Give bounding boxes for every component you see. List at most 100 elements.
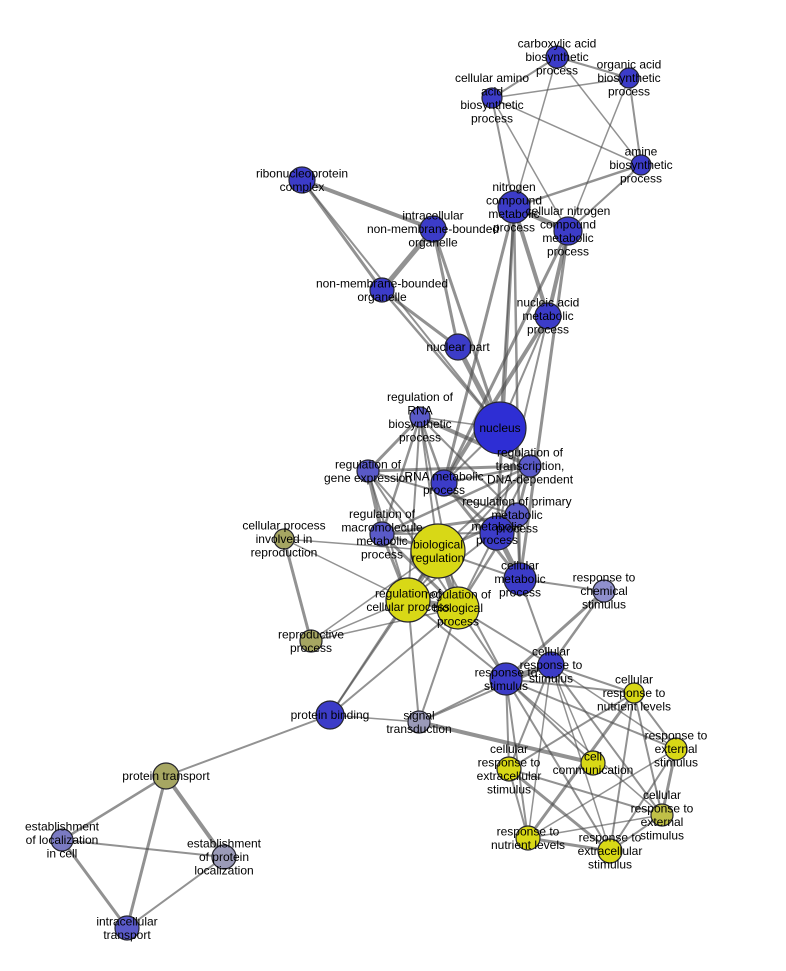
node-rna_met[interactable] bbox=[430, 469, 458, 497]
node-nmb_org[interactable] bbox=[369, 277, 395, 303]
edge-protein_transport--intra_transport bbox=[125, 774, 168, 930]
node-cell_resp_external[interactable] bbox=[650, 803, 674, 827]
node-metabolic_proc[interactable] bbox=[479, 515, 515, 551]
node-cell_proc_repro[interactable] bbox=[273, 528, 295, 550]
node-cell_amino_bio[interactable] bbox=[481, 87, 503, 109]
edge-cell_resp_extracell--resp_extracell bbox=[507, 767, 612, 853]
node-reg_macro_met[interactable] bbox=[369, 521, 395, 547]
edge-intra_nmb_org--nuclear_part bbox=[431, 227, 460, 349]
edge-org_acid_bio--amine_bio bbox=[628, 77, 642, 166]
node-reg_cell_proc[interactable] bbox=[385, 577, 431, 623]
edge-resp_stim--resp_external bbox=[505, 678, 677, 750]
node-cell_metabolic[interactable] bbox=[503, 562, 537, 596]
node-cell_resp_extracell[interactable] bbox=[496, 756, 522, 782]
node-cell_resp_stim[interactable] bbox=[537, 651, 565, 679]
edge-ribo_complex--nmb_org bbox=[300, 178, 384, 292]
edge-est_protein_local--est_local_cell bbox=[61, 839, 225, 858]
edge-reg_cell_proc--protein_binding bbox=[329, 599, 409, 716]
edge-cell_resp_stim--signal_transduction bbox=[418, 664, 552, 723]
node-resp_stim[interactable] bbox=[489, 662, 523, 696]
node-ribo_complex[interactable] bbox=[288, 166, 316, 194]
edge-nucleic_met--rna_met bbox=[442, 314, 550, 485]
node-nucleic_met[interactable] bbox=[534, 302, 562, 330]
edge-resp_stim--cell_resp_nutrient bbox=[505, 678, 635, 694]
edge-protein_transport--est_local_cell bbox=[60, 774, 168, 842]
edge-cell_proc_repro--reg_cell_proc bbox=[283, 538, 409, 601]
edge-resp_nutrient--resp_extracell bbox=[526, 836, 612, 853]
node-cell_nitrogen_met[interactable] bbox=[553, 216, 583, 246]
edge-nitrogen_met--nucleus bbox=[499, 206, 515, 429]
node-intra_transport[interactable] bbox=[114, 915, 140, 941]
edges-layer bbox=[60, 56, 678, 930]
node-resp_chemical[interactable] bbox=[592, 579, 616, 603]
edge-resp_chemical--resp_stim bbox=[504, 589, 606, 681]
node-est_local_cell[interactable] bbox=[50, 828, 74, 852]
edge-resp_external--resp_nutrient bbox=[527, 748, 677, 839]
edge-repro_proc--reg_bio_proc bbox=[310, 607, 459, 642]
node-org_acid_bio[interactable] bbox=[618, 67, 640, 89]
edge-reg_bio_proc--protein_binding bbox=[329, 607, 459, 716]
edge-protein_transport--est_protein_local bbox=[164, 774, 226, 859]
node-nuclear_part[interactable] bbox=[444, 333, 472, 361]
node-nitrogen_met[interactable] bbox=[497, 190, 531, 224]
edge-resp_stim--cell_comm bbox=[505, 678, 594, 764]
edge-reg_rna_bio--reg_macro_met bbox=[380, 415, 422, 536]
edge-resp_external--resp_extracell bbox=[609, 748, 677, 852]
edge-resp_stim--cell_resp_external bbox=[505, 678, 663, 816]
edge-cell_comm--signal_transduction bbox=[417, 720, 595, 765]
edge-carb_acid_bio--amine_bio bbox=[556, 56, 642, 166]
node-cell_resp_nutrient[interactable] bbox=[623, 682, 645, 704]
node-reg_transcription[interactable] bbox=[518, 454, 542, 478]
edge-org_acid_bio--cell_nitrogen_met bbox=[567, 77, 630, 232]
edge-cell_amino_bio--nitrogen_met bbox=[491, 97, 515, 208]
node-nucleus[interactable] bbox=[473, 401, 527, 455]
edge-reg_transcription--reg_gene_expr bbox=[366, 464, 532, 473]
node-resp_nutrient[interactable] bbox=[515, 825, 541, 851]
edge-cell_resp_nutrient--resp_external bbox=[633, 692, 677, 750]
edge-cell_resp_stim--cell_resp_extracell bbox=[508, 664, 552, 770]
edge-org_acid_bio--cell_amino_bio bbox=[491, 77, 630, 99]
edge-nitrogen_met--rna_met bbox=[442, 205, 516, 485]
edge-cell_resp_extracell--cell_resp_external bbox=[508, 768, 663, 816]
edge-cell_resp_stim--cell_resp_nutrient bbox=[550, 664, 635, 694]
edge-reg_transcription--rna_met bbox=[442, 464, 532, 485]
edge-cell_resp_stim--cell_resp_external bbox=[550, 664, 663, 816]
node-amine_bio[interactable] bbox=[630, 154, 652, 176]
edge-resp_stim--resp_nutrient bbox=[505, 678, 529, 839]
edge-cell_comm--cell_resp_stim bbox=[550, 664, 594, 764]
edge-protein_binding--signal_transduction bbox=[329, 714, 420, 723]
edge-protein_binding--protein_transport bbox=[165, 714, 331, 777]
node-reg_gene_expr[interactable] bbox=[356, 459, 380, 483]
edge-carb_acid_bio--cell_amino_bio bbox=[491, 56, 558, 99]
edge-cell_amino_bio--cell_nitrogen_met bbox=[491, 97, 569, 232]
edge-ribo_complex--intra_nmb_org bbox=[300, 178, 435, 231]
node-resp_external[interactable] bbox=[664, 737, 688, 761]
edge-carb_acid_bio--nitrogen_met bbox=[513, 56, 558, 208]
edge-cell_amino_bio--amine_bio bbox=[491, 97, 642, 166]
edge-cell_resp_stim--resp_external bbox=[550, 664, 677, 750]
edge-amine_bio--nitrogen_met bbox=[512, 163, 643, 209]
node-reg_rna_bio[interactable] bbox=[409, 406, 431, 428]
node-cell_comm[interactable] bbox=[580, 750, 606, 776]
edge-nmb_org--nucleus bbox=[380, 288, 502, 430]
edge-nmb_org--nuclear_part bbox=[380, 288, 460, 349]
node-repro_proc[interactable] bbox=[299, 629, 323, 653]
node-reg_bio_proc[interactable] bbox=[436, 586, 480, 630]
node-carb_acid_bio[interactable] bbox=[545, 45, 569, 69]
edge-cell_resp_nutrient--resp_extracell bbox=[609, 692, 635, 852]
edge-reg_rna_bio--reg_gene_expr bbox=[366, 415, 422, 473]
node-est_protein_local[interactable] bbox=[211, 844, 237, 870]
node-bio_regulation[interactable] bbox=[410, 523, 466, 579]
node-protein_transport[interactable] bbox=[152, 762, 180, 790]
edge-cell_proc_repro--repro_proc bbox=[282, 537, 313, 643]
edge-amine_bio--cell_nitrogen_met bbox=[567, 164, 642, 232]
node-reg_primary_met[interactable] bbox=[504, 502, 530, 528]
node-resp_extracell[interactable] bbox=[597, 838, 623, 864]
edge-est_protein_local--intra_transport bbox=[126, 856, 225, 929]
node-signal_transduction[interactable] bbox=[407, 710, 431, 734]
node-protein_binding[interactable] bbox=[315, 700, 345, 730]
node-intra_nmb_org[interactable] bbox=[419, 215, 447, 243]
